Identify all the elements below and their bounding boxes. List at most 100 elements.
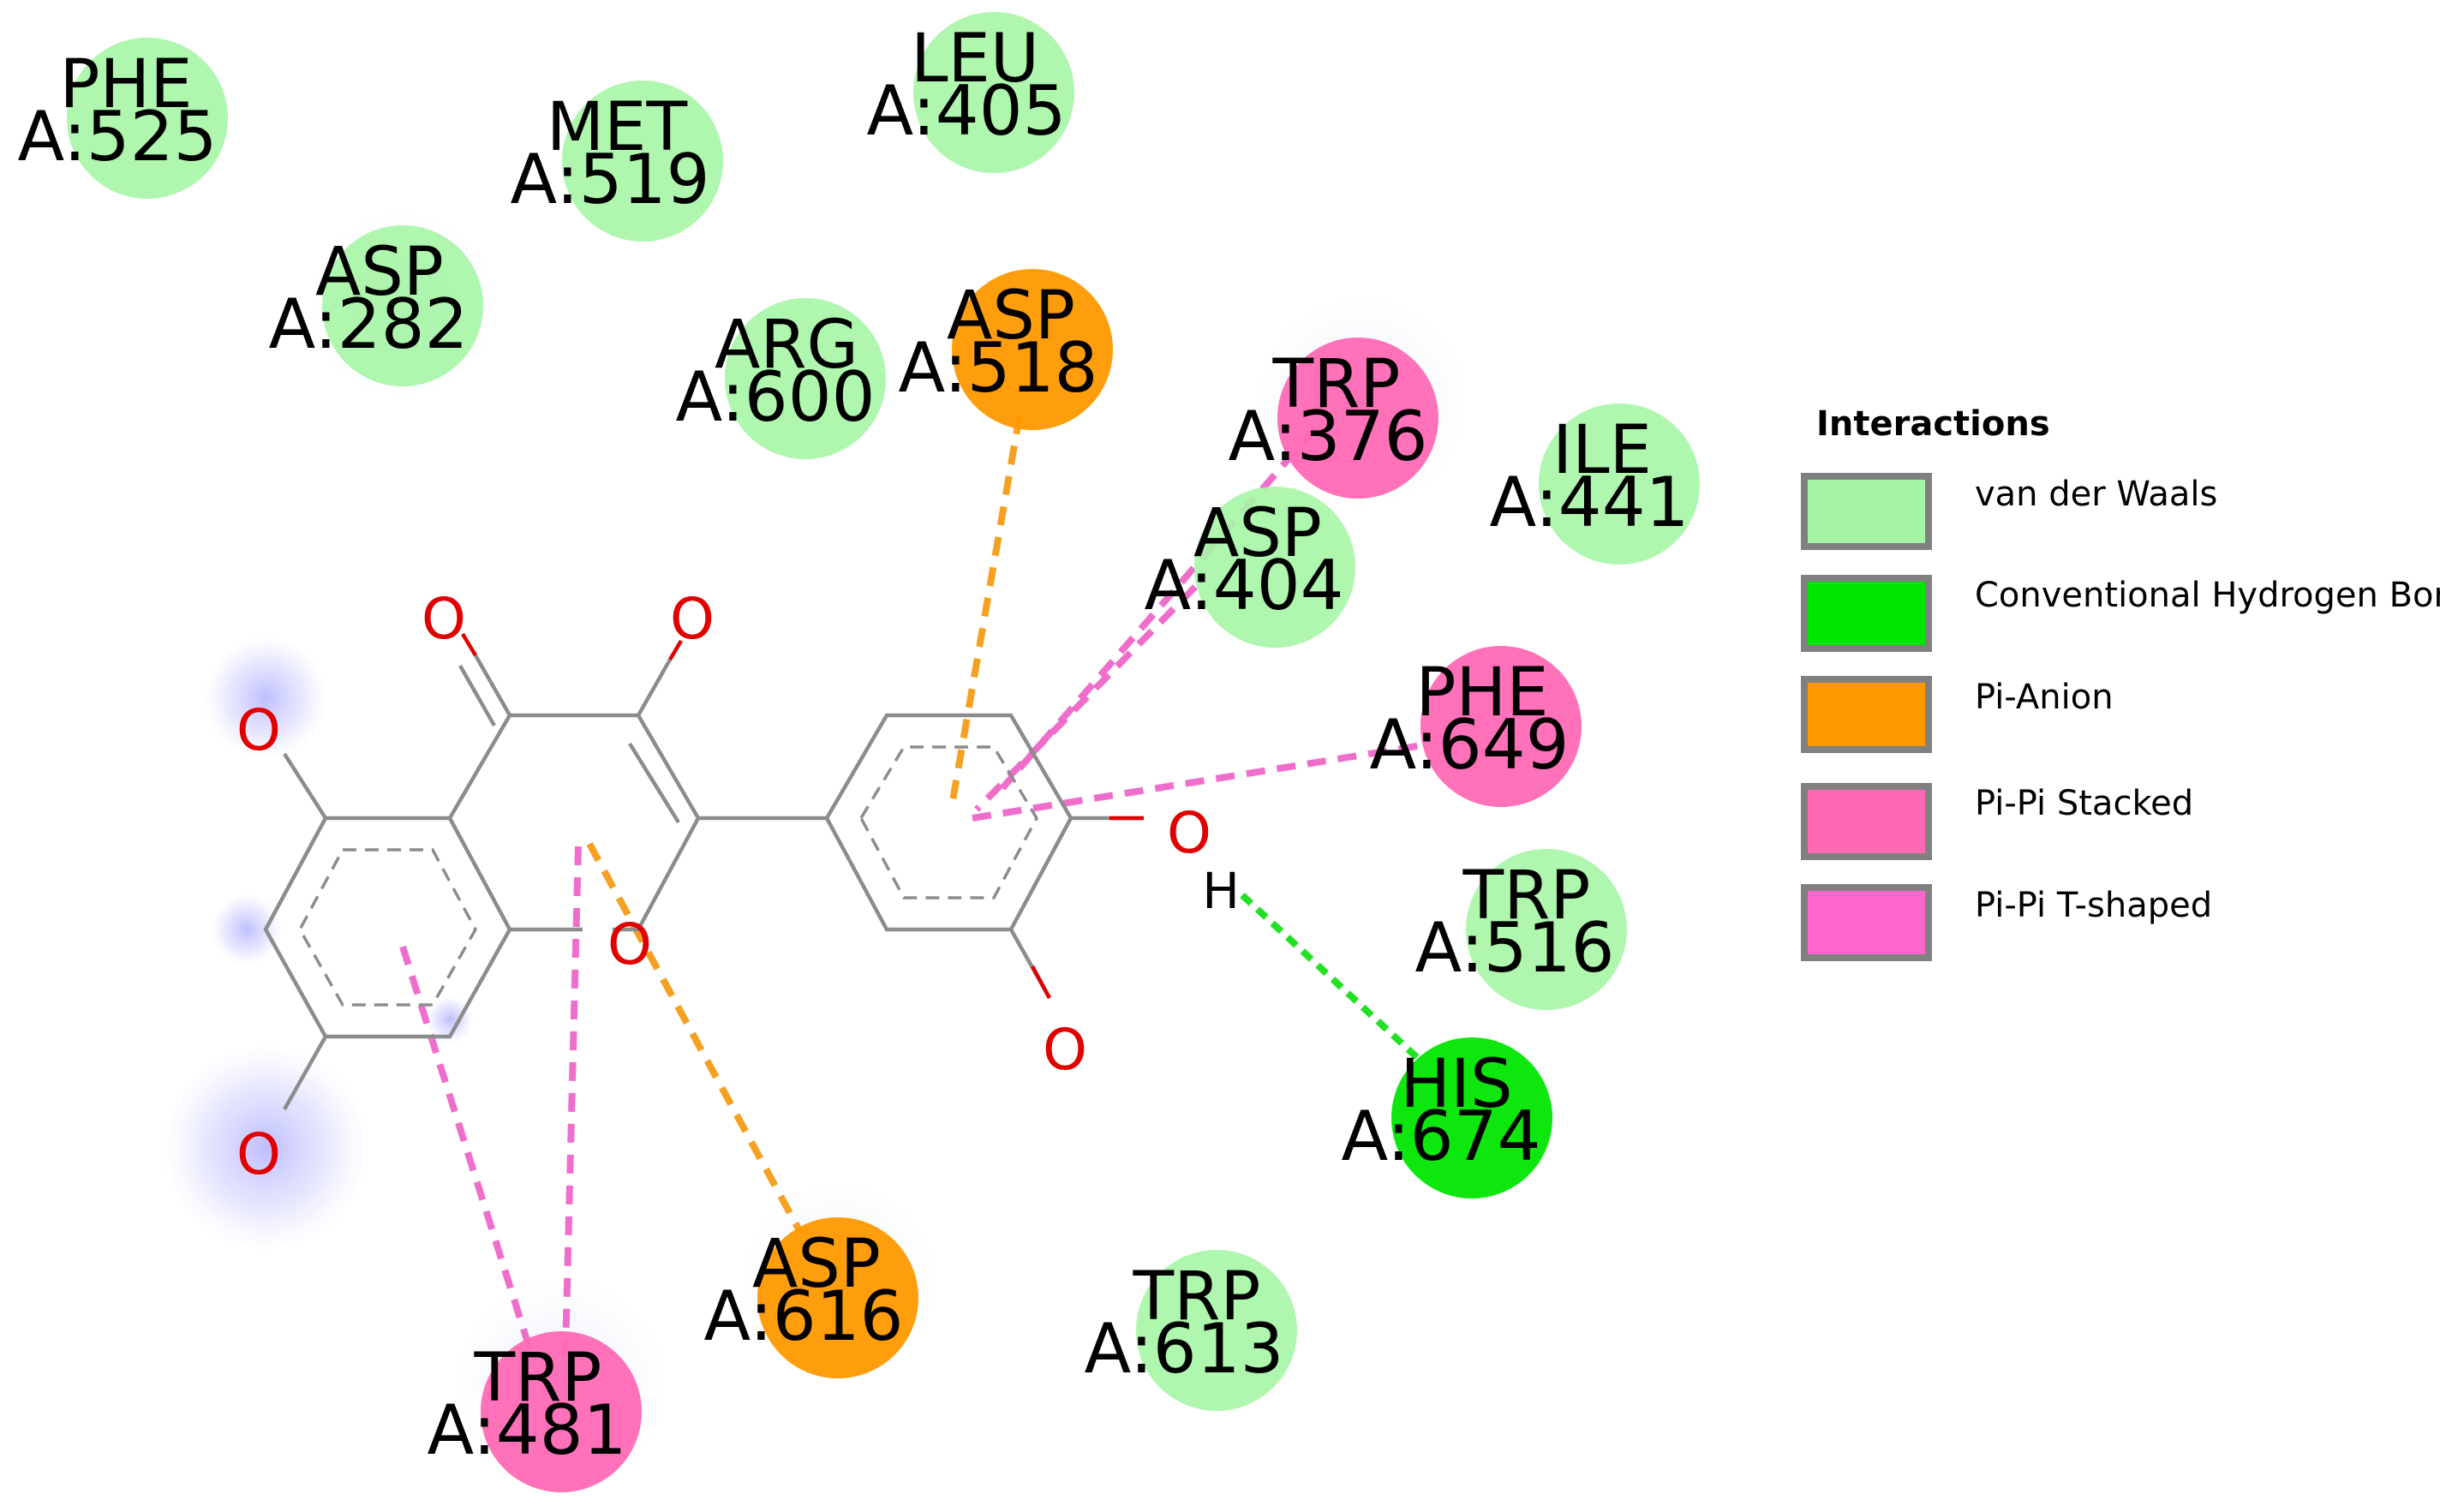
atom-halo	[163, 1045, 368, 1251]
residue-id: A:674	[1342, 1097, 1541, 1176]
residue-name: LEU	[911, 21, 1039, 98]
atom-halo	[204, 636, 327, 760]
bond-tip	[461, 632, 477, 657]
oxygen-atom-ring: O	[607, 911, 652, 977]
residue-name: PHE	[60, 46, 193, 123]
hydroxyl-bond	[283, 752, 327, 820]
legend-item-pi-pi-t-shaped: Pi-Pi T-shaped	[1801, 884, 2212, 961]
residue-trp-481[interactable]: TRP A:481	[428, 1331, 642, 1492]
residue-name: TRP	[1462, 858, 1591, 935]
legend-swatch	[1801, 575, 1932, 652]
oxygen-atom-3prime-hydroxyl: O	[1043, 1017, 1087, 1083]
residue-name: MET	[547, 89, 688, 166]
residue-disc	[322, 225, 483, 386]
residue-id: A:613	[1085, 1309, 1284, 1389]
residue-his-674[interactable]: HIS A:674	[1342, 1037, 1552, 1198]
legend-label: Pi-Anion	[1975, 678, 2114, 717]
bond-tip	[668, 639, 683, 661]
oxygen-atom-3-hydroxyl: O	[670, 586, 715, 652]
atom-halo	[426, 995, 474, 1043]
legend-swatch	[1801, 676, 1932, 753]
residue-disc	[1391, 1037, 1552, 1198]
residue-name: HIS	[1400, 1046, 1512, 1123]
pi-stacked-line-481a	[399, 945, 535, 1355]
residue-id: A:649	[1370, 705, 1570, 785]
legend-swatch	[1801, 783, 1932, 860]
legend-label: Conventional Hydrogen Bond	[1975, 576, 2440, 615]
bond-tip	[1031, 965, 1051, 1000]
residue-id: A:404	[1145, 546, 1344, 625]
hydroxyl-bond	[283, 1035, 327, 1111]
carbonyl-bond	[458, 664, 496, 727]
residue-asp-282[interactable]: ASP A:282	[269, 225, 483, 386]
residue-id: A:282	[269, 284, 469, 364]
residue-name: ARG	[715, 307, 858, 384]
residue-id: A:525	[18, 97, 218, 176]
residue-id: A:376	[1229, 397, 1428, 476]
carbonyl-bond	[474, 654, 511, 717]
residue-name: PHE	[1416, 654, 1549, 732]
residue-trp-516[interactable]: TRP A:516	[1415, 849, 1627, 1010]
residue-disc	[952, 269, 1113, 430]
oxygen-atom-carbonyl: O	[422, 586, 466, 652]
oxygen-atom-7-hydroxyl: O	[236, 1121, 281, 1187]
ligand-skeleton	[263, 654, 1144, 1111]
residue-id: A:518	[899, 328, 1098, 408]
residue-id: A:441	[1490, 463, 1689, 542]
residue-disc	[1539, 403, 1700, 565]
residue-asp-404[interactable]: ASP A:404	[1145, 487, 1355, 648]
residue-phe-649[interactable]: PHE A:649	[1370, 646, 1582, 807]
double-bond	[628, 742, 680, 824]
residue-disc	[1420, 646, 1582, 807]
residue-disc	[1194, 487, 1355, 648]
legend-item-pi-anion: Pi-Anion	[1801, 676, 2114, 753]
residue-id: A:519	[511, 140, 710, 219]
heteroatom-bond-tips	[461, 632, 1144, 1000]
residue-id: A:516	[1415, 908, 1615, 988]
residue-disc	[67, 38, 228, 199]
residue-phe-525[interactable]: PHE A:525	[18, 38, 228, 199]
oxygen-atom-5-hydroxyl: O	[236, 697, 281, 763]
residue-disc	[1466, 849, 1627, 1010]
residue-asp-518[interactable]: ASP A:518	[899, 269, 1113, 430]
residue-id: A:481	[428, 1390, 627, 1470]
residue-id: A:600	[676, 357, 876, 437]
residue-id: A:616	[704, 1276, 904, 1356]
residue-name: ASP	[315, 234, 444, 311]
residue-name: TRP	[1272, 346, 1401, 423]
legend-swatch	[1801, 473, 1932, 550]
legend-label: van der Waals	[1975, 475, 2217, 514]
residue-nodes: PHE A:525 MET A:519 LEU A:405 ASP A:282 …	[18, 12, 1700, 1492]
residue-disc	[725, 298, 886, 459]
legend-label: Pi-Pi T-shaped	[1975, 886, 2212, 925]
legend-item-van-der-waals: van der Waals	[1801, 473, 2217, 550]
pi-stacked-line-481b	[562, 846, 582, 1354]
residue-trp-613[interactable]: TRP A:613	[1085, 1250, 1297, 1411]
residue-disc	[1136, 1250, 1297, 1411]
oxygen-atom-4prime-hydroxyl: O	[1167, 800, 1211, 866]
residue-trp-376[interactable]: TRP A:376	[1229, 338, 1438, 499]
residue-disc	[562, 81, 723, 242]
residue-name: ASP	[947, 278, 1075, 355]
ring-c	[448, 713, 701, 932]
residue-disc	[1277, 338, 1438, 499]
residue-ile-441[interactable]: ILE A:441	[1490, 403, 1700, 565]
residue-name: ASP	[1193, 495, 1322, 572]
residue-asp-616[interactable]: ASP A:616	[704, 1217, 918, 1378]
pi-anion-line-518	[949, 415, 1023, 802]
ring-a-aromatic	[298, 848, 477, 1007]
residue-id: A:405	[867, 71, 1067, 151]
residue-leu-405[interactable]: LEU A:405	[867, 12, 1074, 173]
residue-disc	[757, 1217, 918, 1378]
hydrogen-bond-line-674	[1240, 893, 1425, 1065]
hydrogen-atom: H	[1202, 862, 1240, 920]
residue-disc	[913, 12, 1074, 173]
pi-tshaped-line-404	[974, 584, 1198, 812]
residue-arg-600[interactable]: ARG A:600	[676, 298, 886, 459]
residue-name: TRP	[474, 1340, 602, 1417]
atom-labels: O O O O O O H O	[236, 586, 1240, 1187]
pi-stacked-line-649	[972, 742, 1423, 822]
pi-anion-line-616	[586, 842, 804, 1235]
residue-met-519[interactable]: MET A:519	[511, 81, 723, 242]
